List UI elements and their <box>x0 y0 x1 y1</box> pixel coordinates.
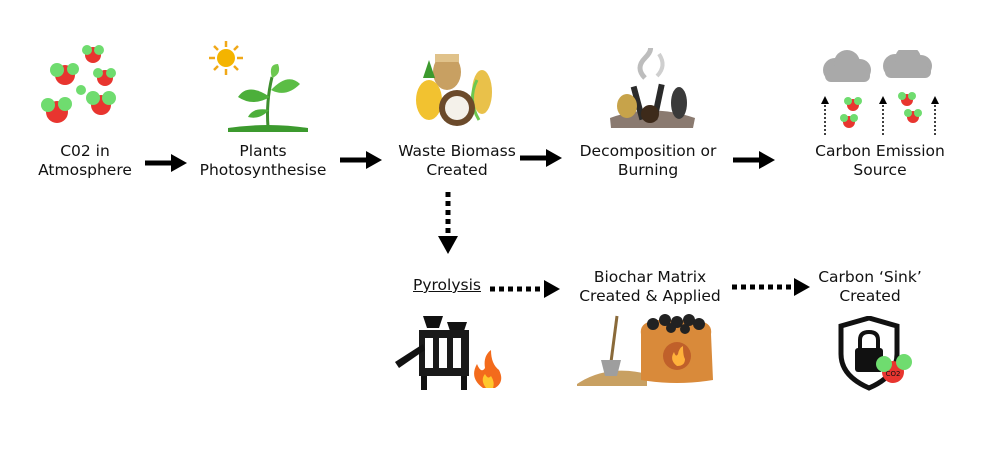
biochar-sack-icon <box>577 314 717 386</box>
arrow-dotted-right-2 <box>732 278 810 296</box>
arrow-dotted-right-1 <box>490 280 560 298</box>
arrow-top-1 <box>145 154 187 172</box>
waste-biomass-icon <box>407 50 502 128</box>
node-carbon-sink-label: Carbon ‘Sink’Created <box>818 268 922 305</box>
plant-icon <box>228 62 308 132</box>
arrow-top-4 <box>733 151 775 169</box>
sun-icon <box>208 40 244 76</box>
pyrolysis-machine-icon <box>395 312 505 392</box>
co2-molecule-label: CO2 <box>886 370 901 378</box>
arrow-dotted-down <box>438 192 458 254</box>
node-pyrolysis-label: Pyrolysis <box>413 276 481 294</box>
arrow-top-3 <box>520 149 562 167</box>
carbon-sink-lock-icon: CO2 <box>835 316 925 394</box>
co2-molecules-icon <box>35 40 125 135</box>
burning-biomass-icon <box>605 48 697 130</box>
emission-clouds-icon <box>815 50 945 140</box>
arrow-top-2 <box>340 151 382 169</box>
